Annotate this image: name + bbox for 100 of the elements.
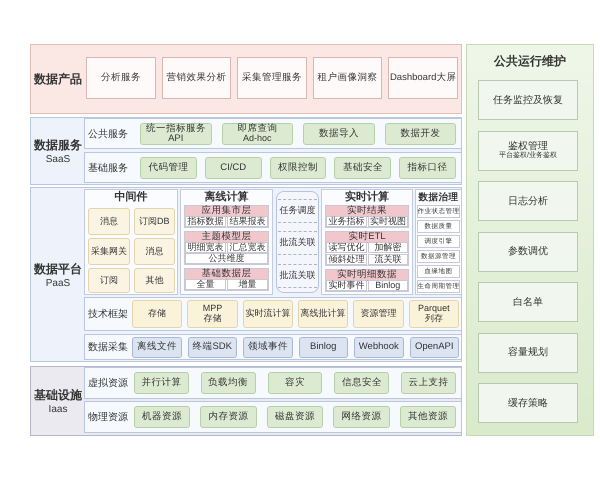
table-cell: 实时视图 <box>368 216 408 227</box>
service-box: 日志分析 <box>478 181 578 221</box>
service-box: 数据开发 <box>384 123 456 145</box>
service-box <box>408 300 459 328</box>
table-cell: 加解密 <box>368 242 408 253</box>
layer-header: 主题模型层 <box>185 232 268 243</box>
service-box: 采集管理服务 <box>237 57 307 99</box>
table-cell: 批流关联 <box>278 231 317 255</box>
table-cell: 指标数据 <box>185 216 226 227</box>
layer-header: 实时结果 <box>326 206 408 217</box>
module-title: 中间件 <box>114 191 148 204</box>
service-box: 负载均衡 <box>200 372 256 394</box>
service-box: 资源管理 <box>353 300 404 328</box>
module-title: 公共运行维护 <box>492 55 567 68</box>
layer-header: 实时ETL <box>326 232 408 243</box>
box-label: MPP <box>202 304 222 314</box>
layer-header: 应用集市层 <box>185 206 268 217</box>
table-cell: 批流关联 <box>278 264 317 288</box>
service-box: OpenAPI <box>410 337 459 358</box>
service-box: 存储 <box>132 300 182 328</box>
service-box: 领域事件 <box>243 337 292 358</box>
service-box: 离线批计算 <box>298 300 348 328</box>
layer-frame <box>325 231 409 266</box>
service-box: 容量规划 <box>478 332 578 372</box>
layer-frame <box>325 269 409 292</box>
service-box: 任务监控及恢复 <box>478 80 578 120</box>
schedule-column <box>276 191 319 293</box>
row-band <box>84 152 462 183</box>
layer-frame <box>325 205 409 228</box>
row-band <box>84 401 462 433</box>
service-box: Dashboard大屏 <box>388 57 458 99</box>
module-title: 数据治理 <box>417 191 460 204</box>
box-label: 鉴权管理 <box>508 141 548 152</box>
layer-subtitle: Iaas <box>48 404 68 415</box>
table-cell: 实时事件 <box>326 280 366 291</box>
service-box: 实时流计算 <box>242 300 293 328</box>
service-box: 分析服务 <box>86 57 156 99</box>
sidebar-panel <box>466 44 594 436</box>
module-title: 实时计算 <box>344 191 390 204</box>
module-box <box>84 189 178 295</box>
table-cell: 全量 <box>185 279 226 290</box>
service-box: 参数调优 <box>478 232 578 272</box>
layer-frame <box>184 268 269 291</box>
service-box: 终端SDK <box>188 337 237 358</box>
service-box: 机器资源 <box>134 406 190 428</box>
module-box <box>180 189 273 295</box>
service-box: CI/CD <box>204 157 262 179</box>
service-box: 数据导入 <box>303 123 374 145</box>
service-box: 消息 <box>88 208 130 235</box>
table-cell: 倾斜处理 <box>326 254 366 265</box>
box-sublabel: 列存 <box>424 314 443 324</box>
module-box <box>321 189 413 295</box>
table-cell: Binlog <box>368 280 408 291</box>
row-band <box>84 334 462 360</box>
service-box: 容灾 <box>268 372 322 394</box>
service-box: 云上支持 <box>401 372 456 394</box>
module-title: 离线计算 <box>204 191 250 204</box>
service-box <box>187 300 238 328</box>
service-box: 内存资源 <box>200 406 257 428</box>
service-box <box>222 123 293 145</box>
service-box: 并行计算 <box>134 372 189 394</box>
layer-header: 基础数据层 <box>185 269 268 280</box>
service-box: 其他 <box>134 268 175 293</box>
box-sublabel: 存储 <box>203 314 222 324</box>
table-cell: 结果报表 <box>227 216 268 227</box>
service-box: 租户画像洞察 <box>312 57 382 99</box>
service-box: 基础安全 <box>334 157 392 179</box>
row-label: 基础服务 <box>88 162 128 174</box>
layer-header: 实时明细数据 <box>326 270 408 281</box>
layer-title: 数据平台 <box>34 260 82 278</box>
table-cell: 增量 <box>227 279 268 290</box>
box-label: 即席查询 <box>237 124 278 134</box>
box-sublabel: Ad-hoc <box>242 134 272 144</box>
table-cell: 业务指标 <box>326 216 366 227</box>
table-cell: 任务调度 <box>278 199 317 223</box>
table-cell: 流关联 <box>368 254 408 265</box>
layer-panel <box>30 44 462 114</box>
layer-title: 数据产品 <box>34 70 82 88</box>
service-box: 信息安全 <box>334 372 390 394</box>
service-box: 消息 <box>134 238 175 265</box>
service-box: 采集网关 <box>88 238 130 265</box>
row-band <box>84 367 462 399</box>
row-label: 技术框架 <box>88 308 128 321</box>
table-cell: 公共维度 <box>185 253 268 264</box>
service-box: 网络资源 <box>333 406 390 428</box>
table-cell: 明细宽表 <box>185 242 226 253</box>
box-label: Parquet <box>418 304 450 314</box>
layer-subtitle: PaaS <box>46 278 70 288</box>
row-band <box>84 297 462 331</box>
table-cell: 汇总宽表 <box>227 242 268 253</box>
service-box: Webhook <box>354 337 404 358</box>
service-box: Binlog <box>298 337 348 358</box>
layer-panel <box>30 117 462 185</box>
service-box: 白名单 <box>478 282 578 322</box>
layer-title: 数据服务 <box>34 137 82 154</box>
service-box: 离线文件 <box>132 337 182 358</box>
row-label: 公共服务 <box>88 128 128 140</box>
row-label: 物理资源 <box>88 411 128 424</box>
service-box: 其他资源 <box>400 406 456 428</box>
row-label: 数据采集 <box>88 340 128 354</box>
